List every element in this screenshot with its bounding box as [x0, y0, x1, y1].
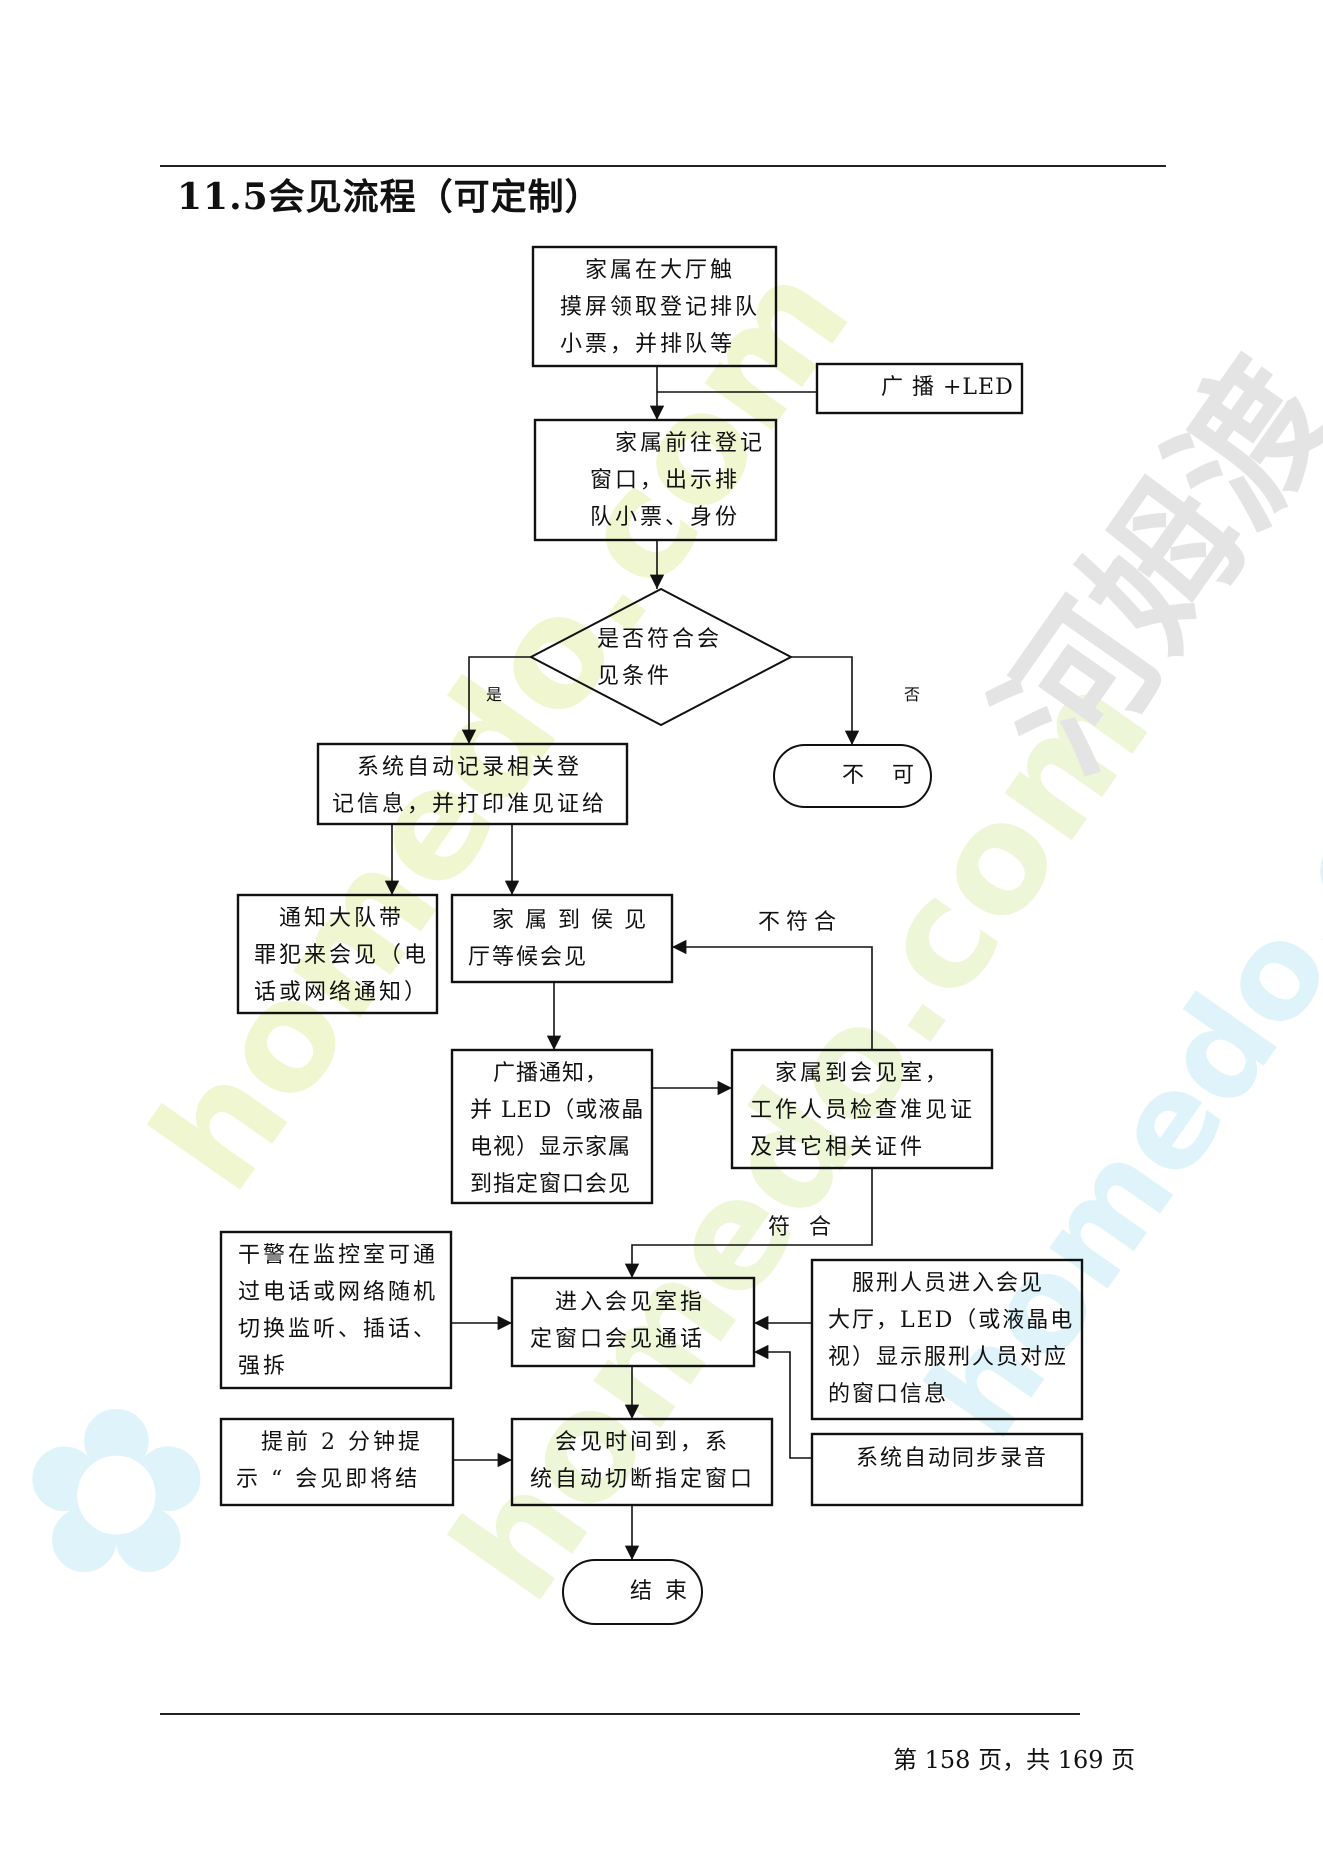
label-not-match: 不符合 — [758, 910, 843, 935]
node-reject-text: 不 可 — [842, 763, 918, 788]
arrow-check-match — [624, 1168, 873, 1278]
arrow-check-not-match — [672, 939, 873, 1050]
node-box-record — [316, 742, 629, 826]
node-broadcast-notice-text: 广播通知， 并 LED（或液晶 电视）显示家属 到指定窗口会见 — [470, 1061, 645, 1197]
node-waiting-text: 家 属 到 侯 见 厅等候会见 — [468, 908, 648, 970]
node-box-inmate — [810, 1258, 1084, 1421]
node-box-check — [730, 1048, 994, 1170]
node-queue-text: 家属在大厅触 摸屏领取登记排队 小票，并排队等 — [560, 258, 761, 357]
node-box-monitor — [219, 1230, 453, 1390]
node-box-broadcast-led — [815, 362, 1024, 415]
label-match: 符 合 — [768, 1215, 837, 1240]
label-yes: 是 — [486, 685, 509, 704]
node-timeup-text: 会见时间到，系 统自动切断指定窗口 — [530, 1430, 756, 1492]
page-footer: 第 158 页，共 169 页 — [893, 1746, 1136, 1774]
arrow-decision-no — [791, 656, 860, 745]
node-box-registration — [533, 418, 778, 542]
node-inmate-text: 服刑人员进入会见 大厅，LED（或液晶电 视）显示服刑人员对应 的窗口信息 — [828, 1271, 1075, 1407]
node-box-notify-team — [236, 893, 439, 1015]
node-box-record-audio — [810, 1432, 1084, 1507]
top-rule — [160, 165, 1166, 167]
node-decision — [528, 587, 794, 727]
node-box-timeup — [510, 1417, 774, 1507]
bottom-rule — [160, 1713, 1080, 1715]
node-box-broadcast-notice — [450, 1048, 654, 1205]
node-record-audio-text: 系统自动同步录音 — [832, 1446, 1049, 1471]
node-notify-team-text: 通知大队带 罪犯来会见（电 话或网络通知） — [254, 906, 430, 1005]
arrow-decision-yes — [461, 656, 531, 744]
node-box-waiting — [450, 893, 674, 984]
node-monitor-text: 干警在监控室可通 过电话或网络随机 切换监听、插话、 强拆 — [238, 1243, 439, 1379]
node-box-remind — [219, 1417, 455, 1507]
arrow-audio-to-enter — [754, 1344, 812, 1459]
node-broadcast-led-text: 广 播 +LED — [858, 375, 1014, 400]
node-check-text: 家属到会见室， 工作人员检查准见证 及其它相关证件 — [750, 1061, 976, 1160]
label-no: 否 — [904, 685, 927, 704]
node-remind-text: 提前 2 分钟提 示 “ 会见即将结 — [236, 1430, 423, 1492]
node-enter-text: 进入会见室指 定窗口会见通话 — [530, 1290, 706, 1352]
node-decision-text: 是否符合会 见条件 — [597, 627, 723, 689]
node-box-queue — [531, 245, 778, 368]
node-registration-text: 家属前往登记 窗口，出示排 队小票、身份 — [590, 431, 766, 530]
section-heading: 11.5会见流程（可定制） — [177, 176, 602, 218]
node-record-text: 系统自动记录相关登 记信息，并打印准见证给 — [332, 755, 608, 817]
node-end-text: 结 束 — [630, 1579, 690, 1604]
